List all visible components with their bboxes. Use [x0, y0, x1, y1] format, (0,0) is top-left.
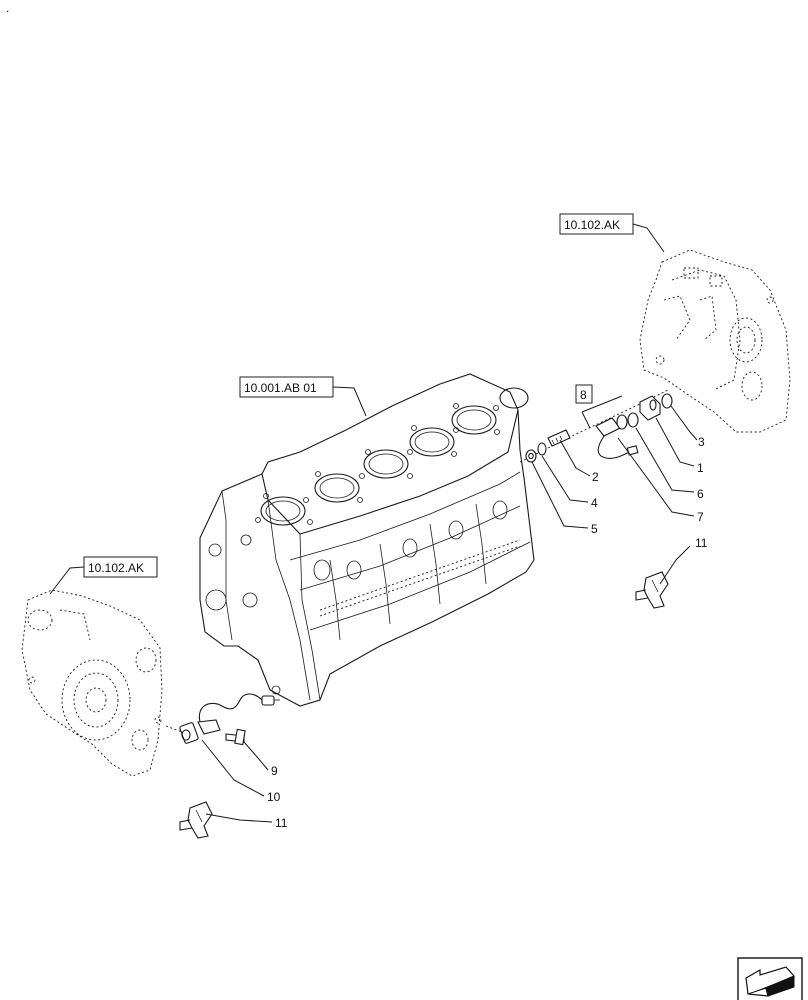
callout-11-right: 11	[695, 536, 708, 550]
sensor-assembly-parts	[519, 389, 673, 463]
callout-3: 3	[698, 435, 705, 449]
callout-4: 4	[591, 496, 598, 510]
callout-2: 2	[592, 470, 599, 484]
cylinder-block	[199, 373, 535, 707]
clip-part-11-right	[635, 571, 669, 609]
ref-box-cylinder-block[interactable]: 10.001.AB 01	[239, 376, 367, 417]
washer-part-4	[537, 442, 547, 456]
ref-box-rear-cover[interactable]: 10.102.AK	[559, 213, 665, 253]
sensor-part-7	[595, 417, 621, 437]
callout-10: 10	[267, 790, 281, 804]
callout-7: 7	[697, 510, 704, 524]
ref-box-front-cover[interactable]: 10.102.AK	[49, 556, 158, 595]
group-box-label: 8	[580, 388, 587, 402]
clip-part-11-left	[179, 801, 213, 839]
rear-gear-cover	[639, 249, 791, 433]
arrow-navigation-icon[interactable]	[737, 957, 803, 1000]
callout-9: 9	[271, 764, 278, 778]
callout-11-left: 11	[275, 816, 288, 830]
o-ring-part-3	[661, 393, 673, 409]
ref-label-cylinder-block: 10.001.AB 01	[244, 381, 317, 395]
front-timing-cover	[21, 589, 163, 777]
group-box-8: 8	[575, 384, 623, 429]
cylinder-bores	[260, 387, 529, 526]
o-ring-part-6	[627, 412, 639, 428]
corner-mark: .	[6, 1, 9, 15]
callouts: 3 1 6 7 2 4 5 11 9 10 11	[201, 405, 708, 830]
callout-5: 5	[591, 522, 598, 536]
ref-label-rear-cover: 10.102.AK	[564, 218, 620, 232]
crank-sensor-parts	[165, 693, 280, 746]
nut-part-5	[525, 449, 537, 463]
ref-label-front-cover: 10.102.AK	[88, 561, 144, 575]
callout-6: 6	[697, 487, 704, 501]
adapter-part-2	[547, 429, 571, 447]
callout-1: 1	[697, 461, 704, 475]
